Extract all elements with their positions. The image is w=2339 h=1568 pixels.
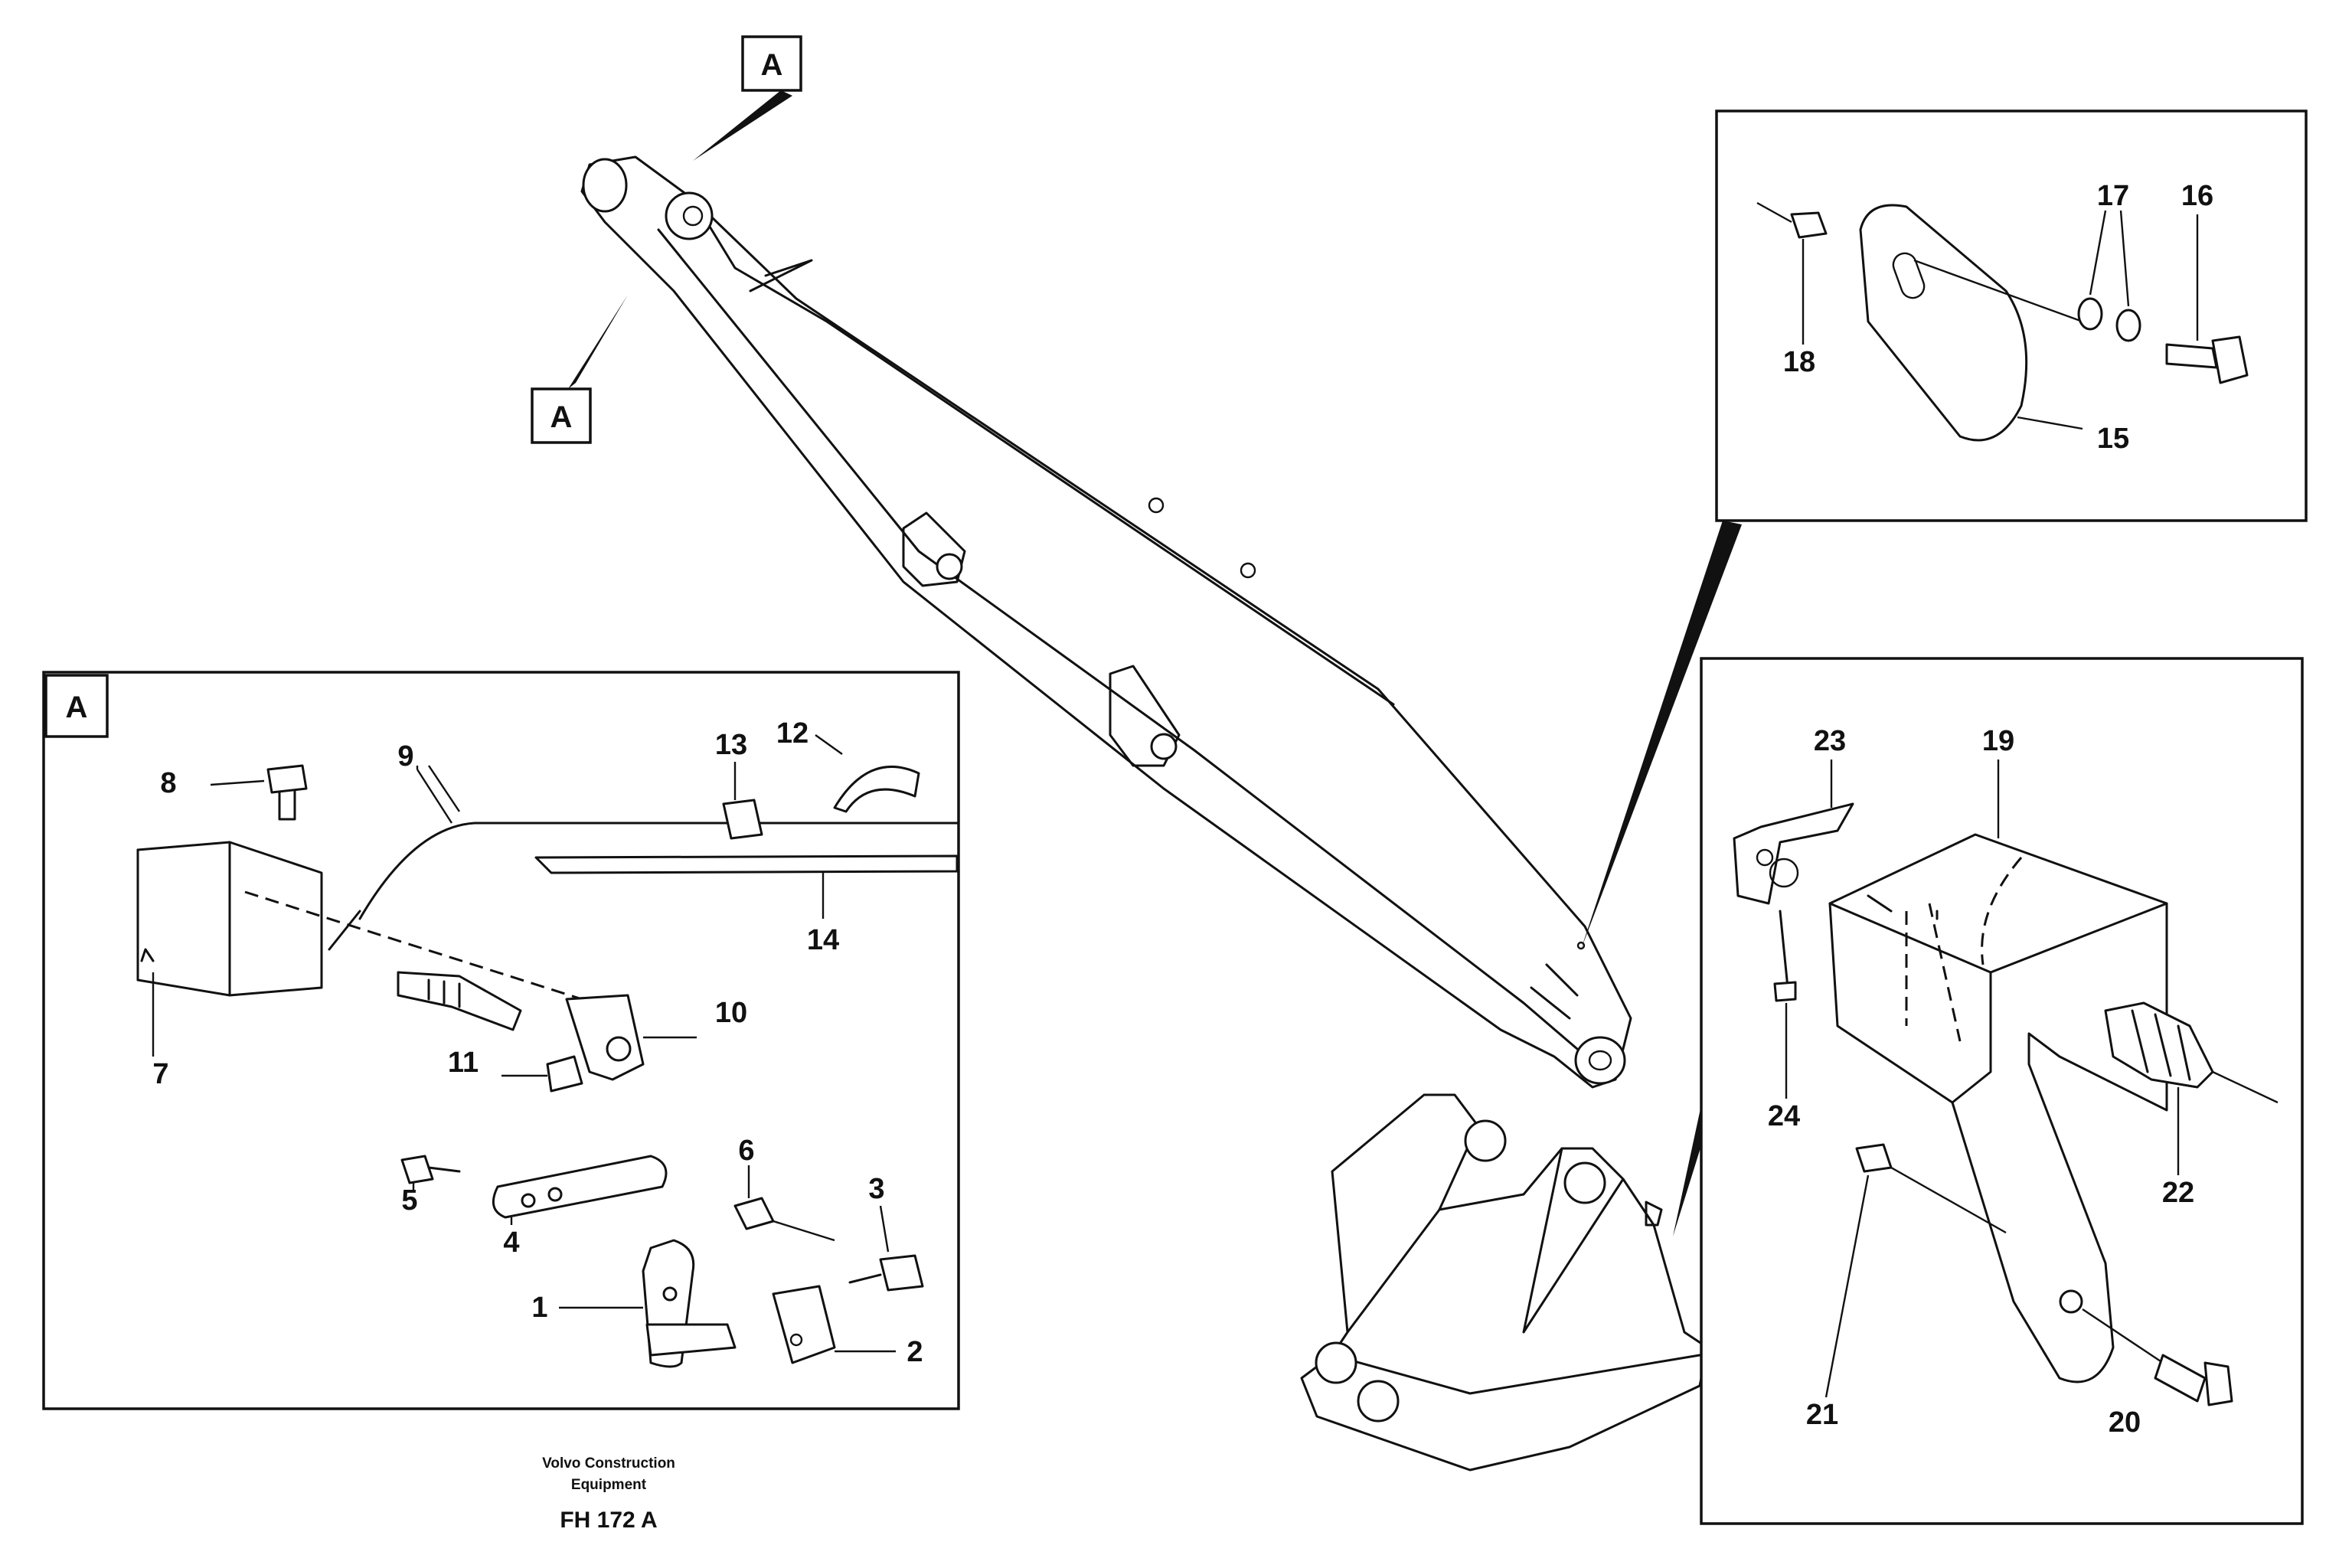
detail-bottom-panel: 23 19 24 22 21 20 xyxy=(1700,657,2304,1525)
credit-line-2: Equipment xyxy=(571,1477,647,1493)
label-8: 8 xyxy=(160,767,176,799)
label-7: 7 xyxy=(152,1058,168,1090)
svg-text:A: A xyxy=(550,400,573,434)
detail-a-panel: A xyxy=(42,671,960,1410)
label-18: 18 xyxy=(1783,346,1815,378)
label-16: 16 xyxy=(2181,180,2213,212)
detail-a-tag: A xyxy=(66,691,88,724)
label-23: 23 xyxy=(1814,725,1846,757)
label-6: 6 xyxy=(738,1135,754,1167)
label-1: 1 xyxy=(531,1292,547,1324)
label-4: 4 xyxy=(503,1227,519,1259)
view-marker-bottom: A xyxy=(531,295,628,444)
svg-text:A: A xyxy=(761,48,783,82)
boom-arm xyxy=(580,155,1632,1089)
pointer-to-top-detail xyxy=(1581,521,1742,949)
label-5: 5 xyxy=(401,1184,417,1217)
label-22: 22 xyxy=(2162,1177,2194,1209)
label-15: 15 xyxy=(2097,423,2129,455)
label-24: 24 xyxy=(1768,1100,1800,1132)
footer: Volvo Construction Equipment FH 172 A xyxy=(542,1455,675,1533)
credit-line-1: Volvo Construction xyxy=(542,1455,675,1472)
label-11: 11 xyxy=(448,1047,479,1079)
label-9: 9 xyxy=(397,740,413,773)
label-3: 3 xyxy=(868,1173,884,1205)
label-14: 14 xyxy=(807,924,839,956)
label-19: 19 xyxy=(1982,725,2014,757)
view-marker-top: A xyxy=(693,35,802,161)
figure-id: FH 172 A xyxy=(560,1508,657,1533)
detail-top-panel: 18 17 16 15 xyxy=(1715,109,2308,522)
label-21: 21 xyxy=(1806,1399,1838,1431)
label-20: 20 xyxy=(2109,1406,2141,1439)
label-2: 2 xyxy=(907,1336,923,1368)
label-13: 13 xyxy=(715,729,747,761)
label-10: 10 xyxy=(715,997,747,1029)
label-17: 17 xyxy=(2097,180,2129,212)
label-12: 12 xyxy=(776,717,809,750)
boom-base-bracket xyxy=(1300,1093,1709,1472)
